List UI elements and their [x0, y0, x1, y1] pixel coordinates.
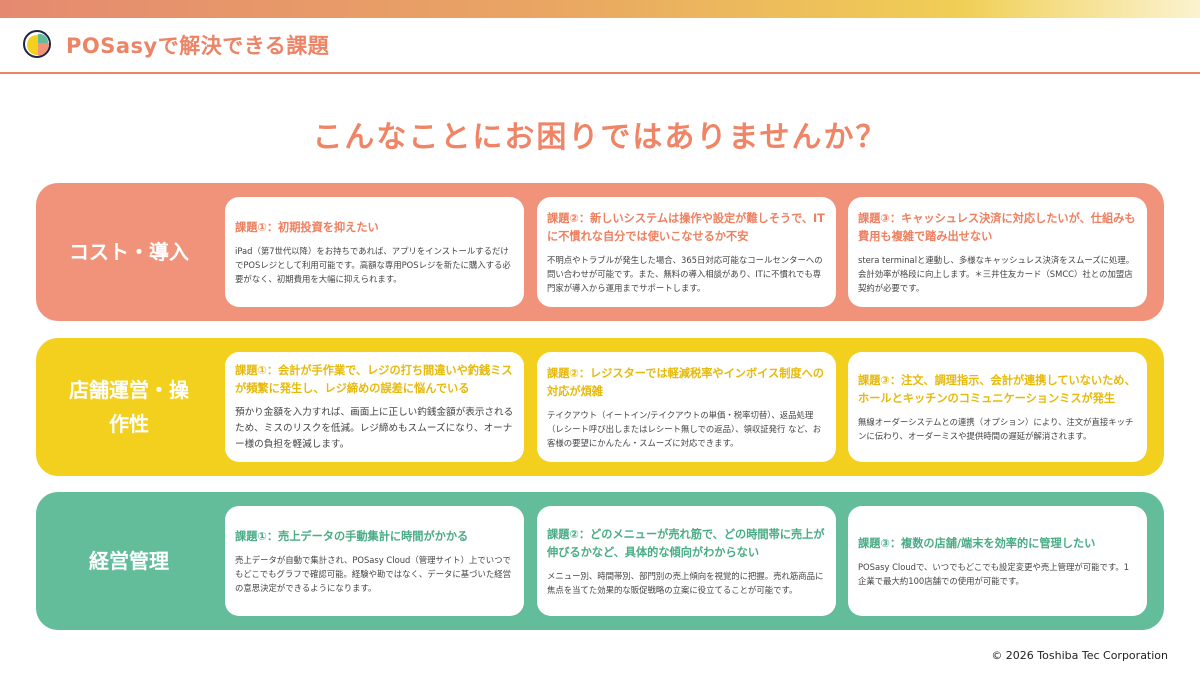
- issue-title: 課題②：どのメニューが売れ筋で、どの時間帯に売上が伸びるかなど、具体的な傾向がわ…: [547, 527, 825, 559]
- issue-card: 課題①：初期投資を抑えたい iPad（第7世代以降）をお持ちであれば、アプリをイン…: [225, 197, 524, 307]
- category-label: 経営管理: [89, 549, 169, 573]
- issue-body: 預かり金額を入力すれば、画面上に正しい釣銭金額が表示されるため、ミスのリスクを低…: [235, 406, 514, 450]
- issue-body: 売上データが自動で集計され、POSasy Cloud（管理サイト）上でいつでもど…: [235, 554, 511, 593]
- issue-title: 課題③：注文、調理指示、会計が連携していないため、ホールとキッチンのコミュニケー…: [858, 373, 1136, 405]
- issue-body: メニュー別、時間帯別、部門別の売上傾向を視覚的に把握。売れ筋商品に焦点を当てた効…: [547, 570, 824, 595]
- issue-body: 不明点やトラブルが発生した場合、365日対応可能なコールセンターへの問い合わせが…: [547, 254, 823, 293]
- issue-body: stera terminalと連動し、多様なキャッシュレス決済をスムーズに処理。…: [858, 254, 1135, 293]
- category-row-operations: 店舗運営・操作性 課題①：会計が手作業で、レジの打ち間違いや釣銭ミスが頻繁に発生…: [36, 338, 1164, 476]
- issue-body: iPad（第7世代以降）をお持ちであれば、アプリをインストールするだけでPOSレ…: [235, 245, 511, 284]
- issue-card: 課題③：複数の店舗/端末を効率的に管理したい POSasy Cloudで、いつでも…: [848, 506, 1147, 616]
- issue-card: 課題②：新しいシステムは操作や設定が難しそうで、ITに不慣れな自分では使いこなせ…: [537, 197, 836, 307]
- header: POSasyで解決できる課題: [0, 18, 1200, 74]
- page-title: POSasyで解決できる課題: [66, 34, 330, 58]
- category-label: コスト・導入: [69, 240, 189, 264]
- posasy-logo-icon: [23, 30, 51, 58]
- category-row-management: 経営管理 課題①：売上データの手動集計に時間がかかる売上データが自動で集計され、…: [36, 492, 1164, 630]
- issue-card: 課題③：キャッシュレス決済に対応したいが、仕組みも費用も複雑で踏み出せない ste…: [848, 197, 1147, 307]
- issue-title: 課題①：会計が手作業で、レジの打ち間違いや釣銭ミスが頻繁に発生し、レジ締めの誤差…: [235, 363, 513, 395]
- issue-card: 課題②：どのメニューが売れ筋で、どの時間帯に売上が伸びるかなど、具体的な傾向がわ…: [537, 506, 836, 616]
- issue-body: テイクアウト（イートイン/テイクアウトの単価・税率切替）、返品処理（レシート呼び…: [547, 409, 822, 448]
- issue-card: 課題①：会計が手作業で、レジの打ち間違いや釣銭ミスが頻繁に発生し、レジ締めの誤差…: [225, 352, 524, 462]
- headline: こんなことにお困りではありませんか？: [312, 120, 888, 155]
- issue-body: 無線オーダーシステムとの連携（オプション）により、注文が直接キッチンに伝わり、オ…: [858, 416, 1134, 441]
- category-label: 店舗運営・操作性: [36, 338, 222, 476]
- issue-title: 課題③：キャッシュレス決済に対応したいが、仕組みも費用も複雑で踏み出せない: [858, 211, 1136, 243]
- issue-title: 課題②：レジスターでは軽減税率やインボイス制度への対応が煩雑: [547, 366, 824, 398]
- issue-title: 課題①：初期投資を抑えたい: [235, 220, 379, 234]
- issue-title: 課題①：売上データの手動集計に時間がかかる: [235, 529, 469, 543]
- issue-body: POSasy Cloudで、いつでもどこでも設定変更や売上管理が可能です。1企業…: [858, 561, 1130, 586]
- issue-title: 課題②：新しいシステムは操作や設定が難しそうで、ITに不慣れな自分では使いこなせ…: [547, 211, 825, 243]
- top-gradient-bar: [0, 0, 1200, 18]
- category-label-text: 店舗運営・操作性: [69, 378, 189, 436]
- issue-title: 課題③：複数の店舗/端末を効率的に管理したい: [858, 536, 1096, 550]
- issue-card: 課題②：レジスターでは軽減税率やインボイス制度への対応が煩雑テイクアウト（イート…: [537, 352, 836, 462]
- category-row-cost: コスト・導入 課題①：初期投資を抑えたい iPad（第7世代以降）をお持ちであれば…: [36, 183, 1164, 321]
- copyright: © 2026 Toshiba Tec Corporation: [991, 649, 1168, 662]
- issue-card: 課題③：注文、調理指示、会計が連携していないため、ホールとキッチンのコミュニケー…: [848, 352, 1147, 462]
- issue-card: 課題①：売上データの手動集計に時間がかかる売上データが自動で集計され、POSas…: [225, 506, 524, 616]
